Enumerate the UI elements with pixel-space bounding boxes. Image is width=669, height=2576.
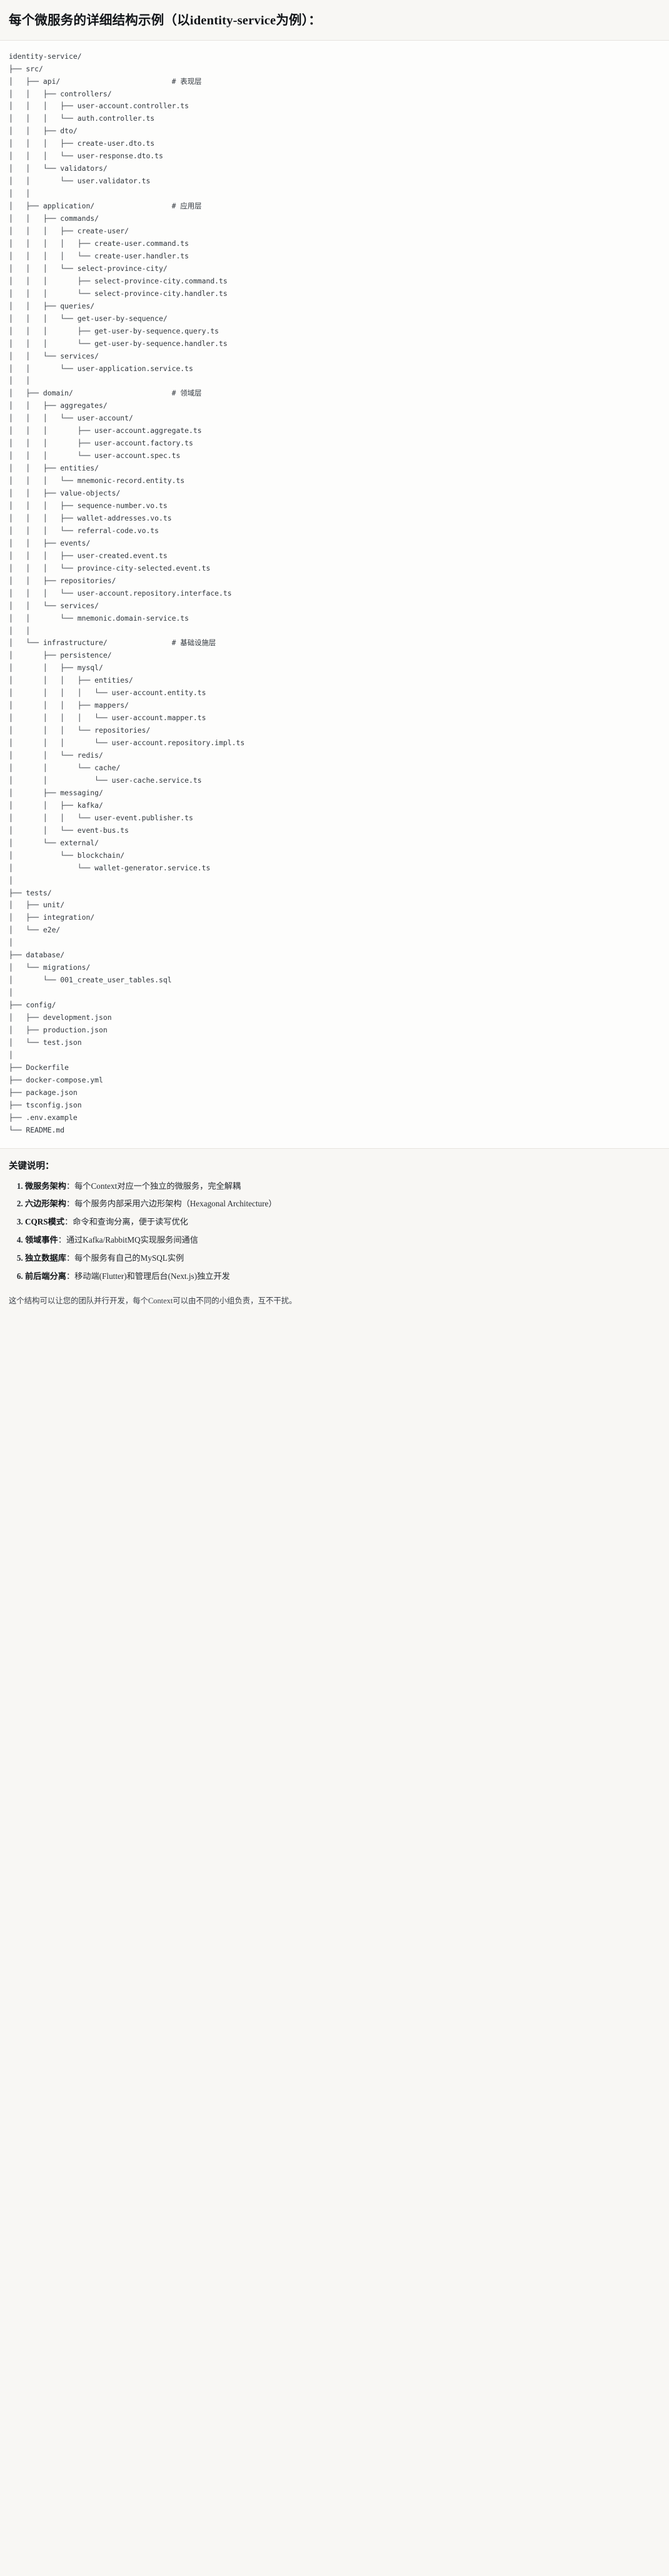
note-separator: ： bbox=[64, 1217, 73, 1227]
note-separator: ： bbox=[66, 1271, 75, 1281]
list-item: 前后端分离：移动端(Flutter)和管理后台(Next.js)独立开发 bbox=[25, 1270, 660, 1283]
title-band: 每个微服务的详细结构示例（以identity-service为例）： bbox=[0, 0, 669, 41]
note-separator: ： bbox=[66, 1199, 75, 1209]
key-notes-section: 关键说明： 微服务架构：每个Context对应一个独立的微服务，完全解耦 六边形… bbox=[0, 1148, 669, 2576]
directory-tree: identity-service/ ├── src/ │ ├── api/ # … bbox=[9, 51, 245, 1134]
note-term: 独立数据库 bbox=[25, 1253, 66, 1263]
note-description: 每个Context对应一个独立的微服务，完全解耦 bbox=[74, 1181, 241, 1191]
note-description: 命令和查询分离，便于读写优化 bbox=[73, 1217, 188, 1227]
note-term: CQRS模式 bbox=[25, 1217, 65, 1227]
note-description: 通过Kafka/RabbitMQ实现服务间通信 bbox=[66, 1235, 198, 1245]
key-notes-list: 微服务架构：每个Context对应一个独立的微服务，完全解耦 六边形架构：每个服… bbox=[9, 1179, 660, 1283]
note-term: 领域事件 bbox=[25, 1235, 58, 1245]
note-description: 每个服务内部采用六边形架构（Hexagonal Architecture） bbox=[74, 1199, 277, 1209]
note-description: 移动端(Flutter)和管理后台(Next.js)独立开发 bbox=[74, 1271, 230, 1281]
note-separator: ： bbox=[58, 1235, 66, 1245]
list-item: 领域事件：通过Kafka/RabbitMQ实现服务间通信 bbox=[25, 1233, 660, 1247]
key-notes-heading: 关键说明： bbox=[9, 1161, 54, 1171]
list-item: 独立数据库：每个服务有自己的MySQL实例 bbox=[25, 1251, 660, 1265]
page-title: 每个微服务的详细结构示例（以identity-service为例）： bbox=[9, 14, 321, 28]
closing-note: 这个结构可以让您的团队并行开发，每个Context可以由不同的小组负责，互不干扰… bbox=[9, 1296, 297, 1306]
list-item: 六边形架构：每个服务内部采用六边形架构（Hexagonal Architectu… bbox=[25, 1197, 660, 1211]
list-item: 微服务架构：每个Context对应一个独立的微服务，完全解耦 bbox=[25, 1179, 660, 1193]
note-term: 微服务架构 bbox=[25, 1181, 66, 1191]
list-item: CQRS模式：命令和查询分离，便于读写优化 bbox=[25, 1215, 660, 1229]
note-separator: ： bbox=[66, 1181, 75, 1191]
note-description: 每个服务有自己的MySQL实例 bbox=[74, 1253, 184, 1263]
note-separator: ： bbox=[66, 1253, 75, 1263]
code-tree-block: identity-service/ ├── src/ │ ├── api/ # … bbox=[0, 40, 669, 1148]
note-term: 六边形架构 bbox=[25, 1199, 66, 1209]
note-term: 前后端分离 bbox=[25, 1271, 66, 1281]
